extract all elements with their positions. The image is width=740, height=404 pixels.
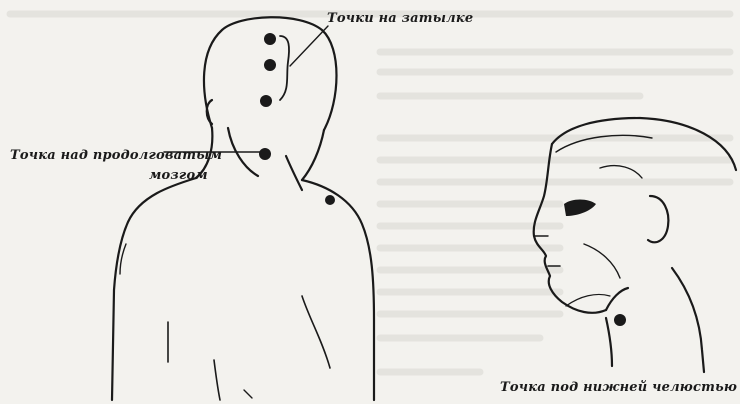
jaw-point [614, 314, 626, 326]
jaw-point-label: Точка под нижней челюстью [500, 380, 737, 395]
medulla-point-label-line1: Точка над продолговатым [10, 148, 222, 163]
eye [564, 200, 596, 217]
occiput-points-label: Точки на затылке [327, 11, 473, 26]
jaw-line [606, 288, 628, 310]
neck-front [606, 318, 612, 366]
neck-back [672, 268, 704, 372]
face-profile [534, 144, 606, 313]
ear [648, 196, 668, 242]
profile-head-top [552, 118, 736, 170]
medulla-point-label-line2: мозгом [149, 168, 208, 183]
